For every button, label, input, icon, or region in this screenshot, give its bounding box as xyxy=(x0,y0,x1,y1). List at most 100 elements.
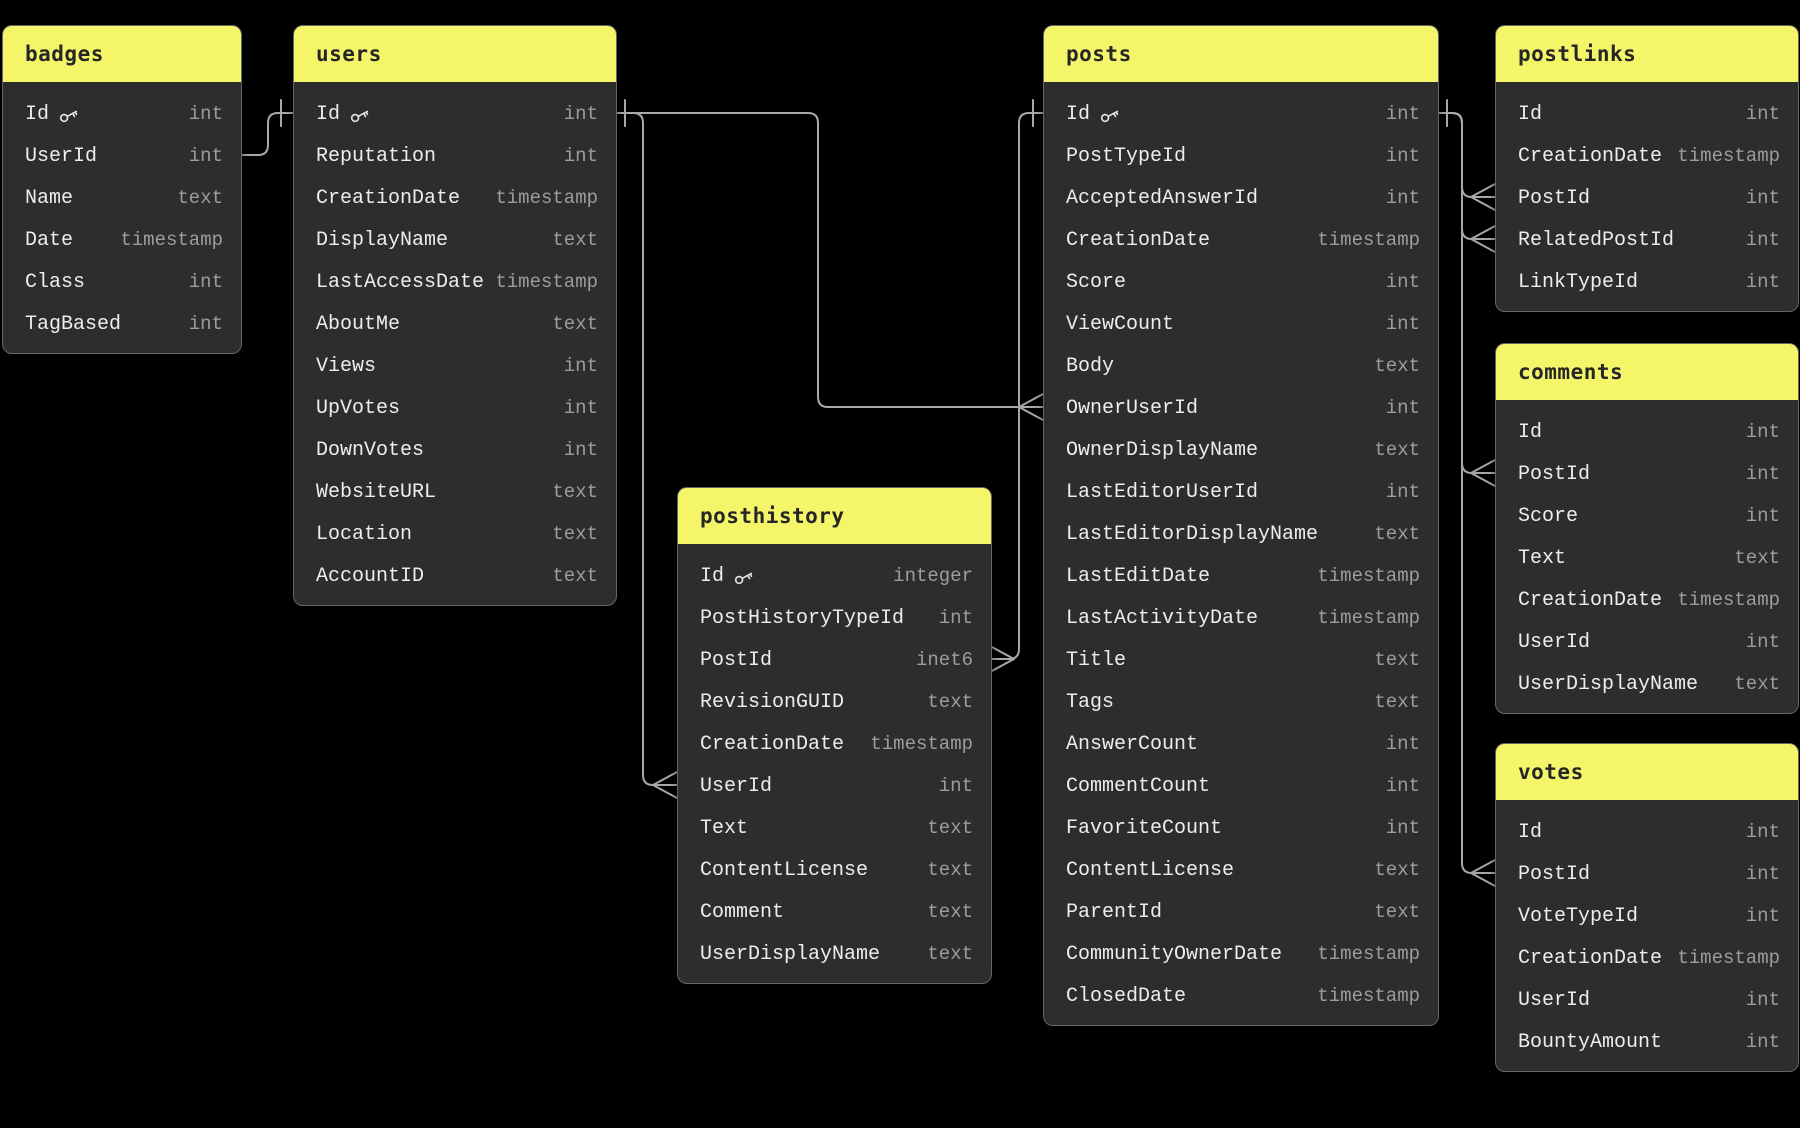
relationship-badges-users-Id[interactable] xyxy=(239,99,294,156)
relationship-line[interactable] xyxy=(239,112,294,156)
table-header[interactable]: votes xyxy=(1496,744,1798,800)
table-header[interactable]: posts xyxy=(1044,26,1438,82)
table-header[interactable]: badges xyxy=(3,26,241,82)
relationship-posts-postlinks-RelatedPostId[interactable] xyxy=(1436,112,1496,253)
relationship-users-posthistory-UserId[interactable] xyxy=(614,99,678,799)
relationship-line[interactable] xyxy=(614,112,654,786)
relationship-line[interactable] xyxy=(1436,112,1473,874)
relationship-line[interactable] xyxy=(1436,112,1473,474)
relationship-posts-posthistory-PostId[interactable] xyxy=(989,99,1044,673)
field-name: PostId xyxy=(700,648,773,672)
table-header[interactable]: postlinks xyxy=(1496,26,1798,82)
relationship-posts-postlinks-PostId[interactable] xyxy=(1436,99,1496,211)
relationship-line[interactable] xyxy=(1436,112,1473,198)
table-header[interactable]: posthistory xyxy=(678,488,991,544)
table-header[interactable]: comments xyxy=(1496,344,1798,400)
relationship-posts-votes-PostId[interactable] xyxy=(1436,112,1496,887)
table-header[interactable]: users xyxy=(294,26,616,82)
relationship-line[interactable] xyxy=(614,112,1020,408)
relationship-line[interactable] xyxy=(1008,112,1044,660)
relationship-line[interactable] xyxy=(1436,112,1473,240)
relationship-posts-comments-PostId[interactable] xyxy=(1436,112,1496,487)
relationship-users-posts-OwnerUserId[interactable] xyxy=(614,112,1044,421)
